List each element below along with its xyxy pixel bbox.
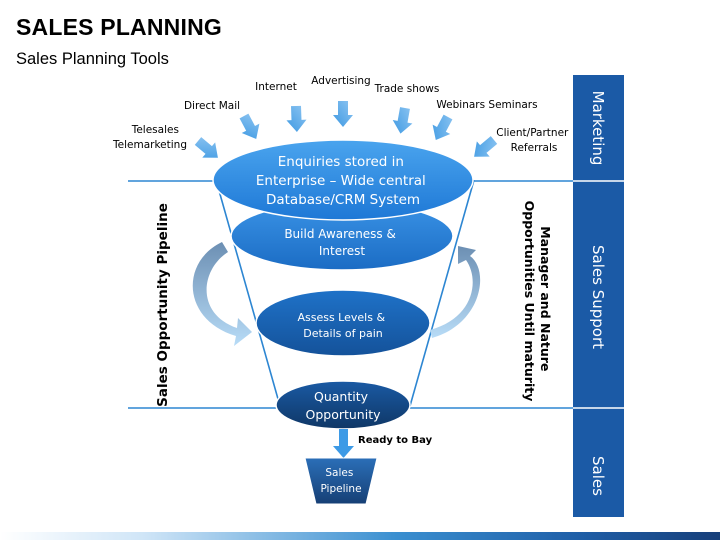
band-label-sales-support: Sales Support (589, 245, 607, 349)
left-vertical-label: Sales Opportunity Pipeline (155, 203, 171, 407)
source-arrow-internet (286, 105, 307, 132)
quantity-text: Quantity Opportunity (305, 389, 381, 422)
band-label-sales: Sales (589, 456, 607, 496)
source-label-webinars: Webinars Seminars (436, 99, 537, 111)
source-label-advertising: Advertising (311, 75, 370, 87)
enquiries-ellipse (212, 139, 474, 221)
ready-label: Ready to Bay (358, 435, 433, 446)
source-arrow-webinars (432, 114, 453, 140)
assess-ellipse (255, 289, 431, 357)
ready-arrow (333, 429, 354, 458)
source-arrow-advertising (333, 101, 353, 127)
source-arrow-telesales (194, 137, 218, 158)
band-background (573, 75, 624, 517)
source-arrows (194, 101, 498, 158)
funnel-edge-left (215, 179, 281, 407)
sales-pipeline-shape (304, 457, 378, 505)
enquiries-text: Enquiries stored in Enterprise – Wide ce… (256, 154, 430, 208)
bottom-gradient-bar (0, 532, 720, 540)
band-label-marketing: Marketing (589, 91, 607, 166)
cycle-arrow-left (192, 242, 252, 346)
cycle-arrow-right (430, 246, 481, 338)
page-subtitle: Sales Planning Tools (16, 50, 169, 68)
source-arrow-direct-mail (239, 113, 260, 139)
awareness-text: Build Awareness & Interest (284, 227, 399, 258)
page-title: SALES PLANNING (16, 14, 222, 40)
funnel-edge-right (409, 179, 475, 407)
source-label-trade-shows: Trade shows (374, 83, 440, 95)
assess-text: Assess Levels & Details of pain (297, 311, 388, 340)
source-arrow-trade-shows (392, 107, 413, 134)
source-label-internet: Internet (255, 81, 297, 93)
right-vertical-label: Manager and Nature Opportunities Until m… (522, 201, 553, 402)
source-arrow-referrals (474, 136, 498, 157)
sales-pipeline-text: Sales Pipeline (320, 467, 361, 495)
source-label-referrals: Client/Partner Referrals (496, 127, 571, 154)
source-label-telesales: Telesales Telemarketing (112, 124, 187, 151)
source-label-direct-mail: Direct Mail (184, 100, 240, 112)
